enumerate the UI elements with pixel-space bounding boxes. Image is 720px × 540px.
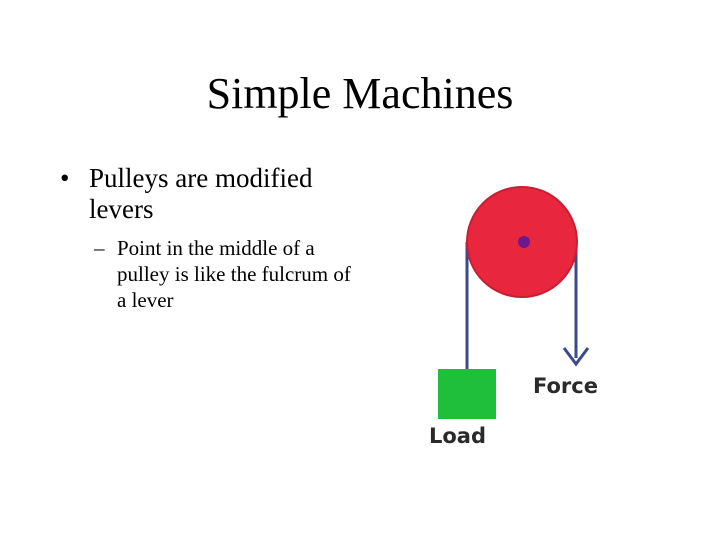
sub-bullet-marker: – [94,236,105,260]
sub-bullet-text: Point in the middle of a pulley is like … [117,236,351,312]
pulley-diagram: Load Force [429,186,598,448]
load-block [438,369,496,419]
load-label: Load [429,424,486,448]
pulley-wheel-rim [466,186,578,298]
force-arrow-icon [562,347,590,367]
pulley-axle-icon [518,236,530,248]
bullet-marker: • [60,163,70,193]
sub-bullet-item: – Point in the middle of a pulley is lik… [94,235,364,313]
bullet-item: • Pulleys are modified levers [60,163,360,225]
bullet-text: Pulleys are modified levers [89,163,313,224]
force-label: Force [533,374,598,398]
slide-title: Simple Machines [206,69,514,118]
